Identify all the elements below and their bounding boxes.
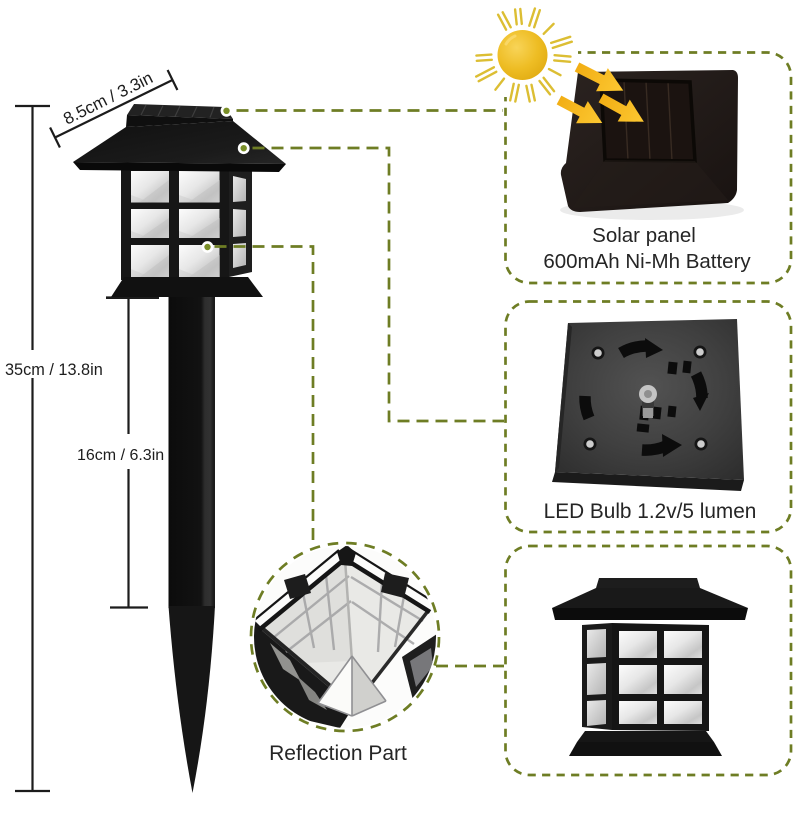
svg-text:Reflection Part: Reflection Part <box>269 742 407 765</box>
svg-text:16cm / 6.3in: 16cm / 6.3in <box>77 447 164 464</box>
svg-text:LED Bulb 1.2v/5 lumen: LED Bulb 1.2v/5 lumen <box>544 500 757 523</box>
svg-text:35cm / 13.8in: 35cm / 13.8in <box>5 361 103 379</box>
svg-text:Solar panel: Solar panel <box>592 224 696 247</box>
svg-text:600mAh Ni-Mh Battery: 600mAh Ni-Mh Battery <box>543 250 751 273</box>
